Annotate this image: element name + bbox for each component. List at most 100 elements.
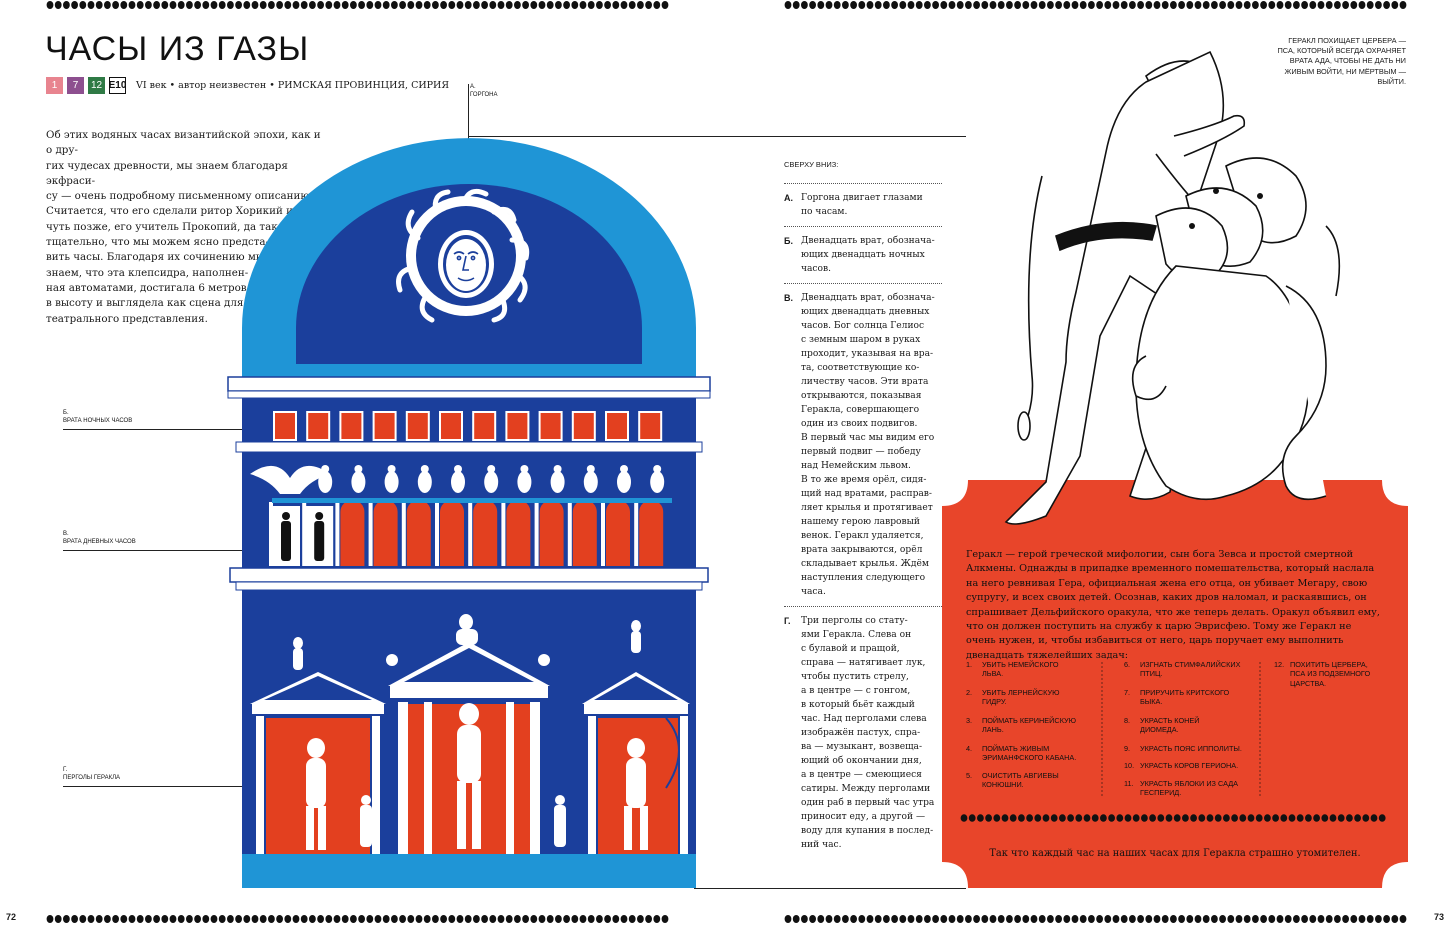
bead [981, 915, 989, 923]
entry-text: Двенадцать врат, обознача- ющих двенадца… [801, 236, 935, 274]
bead [1173, 814, 1181, 822]
arcade-column [468, 502, 473, 566]
labor-item: 4.ПОЙМАТЬ ЖИВЫМ ЭРИМАНФСКОГО КАБАНА. [966, 744, 1076, 763]
bead [530, 915, 538, 923]
bead [235, 915, 243, 923]
bead [341, 1, 349, 9]
bead [1293, 915, 1300, 923]
bead [268, 1, 275, 9]
bead [1288, 814, 1296, 822]
bead [620, 1, 628, 9]
bead [989, 1, 997, 9]
bead [1034, 814, 1042, 822]
arcade-column [302, 502, 307, 566]
day-gate [639, 500, 664, 566]
bead [87, 915, 95, 923]
bead [350, 915, 357, 923]
bead [1264, 814, 1271, 822]
labor-item: 9.УКРАСТЬ ПОЯС ИППОЛИТЫ. [1124, 744, 1242, 753]
bead [1071, 1, 1079, 9]
arcade-column [269, 502, 273, 566]
bead [104, 915, 111, 923]
bead [858, 915, 866, 923]
bead [1366, 915, 1374, 923]
bead [227, 915, 234, 923]
bead [423, 1, 431, 9]
bead [620, 915, 628, 923]
panel-footer-line: Так что каждый час на наших часах для Ге… [989, 848, 1361, 859]
bead [571, 1, 579, 9]
night-gate [505, 411, 530, 441]
entry-letter: Г. [784, 616, 791, 626]
meta-line: VI век • автор неизвестен • РИМСКАЯ ПРОВ… [136, 79, 449, 91]
eagle-head [620, 465, 628, 473]
label-pergolas: Г. ПЕРГОЛЫ ГЕРАКЛА [63, 767, 121, 781]
bead [46, 1, 54, 9]
bead [227, 1, 234, 9]
bead [1112, 1, 1120, 9]
bead [891, 1, 898, 9]
bead [973, 915, 980, 923]
bead [1305, 814, 1312, 822]
bead [481, 1, 488, 9]
bead [153, 915, 160, 923]
day-gate [572, 500, 597, 566]
bead [71, 915, 78, 923]
hercules-info-panel [942, 480, 1408, 888]
bead [358, 1, 365, 9]
bead [891, 915, 898, 923]
bead [284, 1, 292, 9]
bead [276, 1, 283, 9]
labor-item: 6.ИЗГНАТЬ СТИМФАЛИЙСКИХ ПТИЦ. [1124, 660, 1241, 679]
bead [587, 1, 595, 9]
bead [1145, 915, 1153, 923]
labor-text: УБИТЬ ЛЕРНЕЙСКУЮ ГИДРУ. [982, 688, 1060, 707]
bead [1309, 915, 1317, 923]
bead [1075, 814, 1083, 822]
day-gate [440, 500, 464, 566]
arcade-column [368, 502, 373, 566]
bead [1391, 915, 1399, 923]
bead [448, 915, 456, 923]
bead [456, 1, 464, 9]
bead [1161, 1, 1169, 9]
bead [1219, 915, 1226, 923]
bead [628, 915, 636, 923]
arcade-column [567, 502, 572, 566]
bead [940, 1, 948, 9]
bead [1252, 915, 1259, 923]
eagle-head [586, 465, 595, 473]
bead [833, 1, 841, 9]
labor-number: 12. [1274, 660, 1285, 669]
twelve-labors-list: 1.УБИТЬ НЕМЕЙСКОГО ЛЬВА. 2.УБИТЬ ЛЕРНЕЙС… [966, 660, 1386, 810]
bead [858, 1, 866, 9]
bead [391, 915, 398, 923]
bead [1149, 814, 1156, 822]
labor-number: 4. [966, 744, 973, 753]
bead [1014, 915, 1021, 923]
pergola-center [386, 614, 550, 854]
page-title: ЧАСЫ ИЗ ГАЗЫ [45, 30, 310, 68]
bead [54, 1, 62, 9]
bead [1182, 814, 1189, 822]
bead [399, 1, 406, 9]
bead [1296, 814, 1304, 822]
bead [1317, 1, 1325, 9]
bead [1091, 814, 1099, 822]
bead [1022, 915, 1030, 923]
labor-number: 5. [966, 771, 973, 780]
labor-text: УКРАСТЬ ПОЯС ИППОЛИТЫ. [1140, 744, 1242, 753]
labor-item: 8.УКРАСТЬ КОНЕЙ ДИОМЕДА. [1124, 716, 1200, 735]
bead [1362, 814, 1370, 822]
bead [1079, 1, 1087, 9]
bead [177, 915, 185, 923]
labor-text: ПРИРУЧИТЬ КРИТСКОГО БЫКА. [1140, 688, 1230, 707]
night-gate [638, 411, 663, 441]
day-gate [539, 500, 564, 566]
bead [161, 1, 169, 9]
bead [407, 1, 415, 9]
bead [1214, 814, 1222, 822]
bead [924, 915, 931, 923]
bead [1194, 1, 1202, 9]
labor-number: 3. [966, 716, 973, 725]
